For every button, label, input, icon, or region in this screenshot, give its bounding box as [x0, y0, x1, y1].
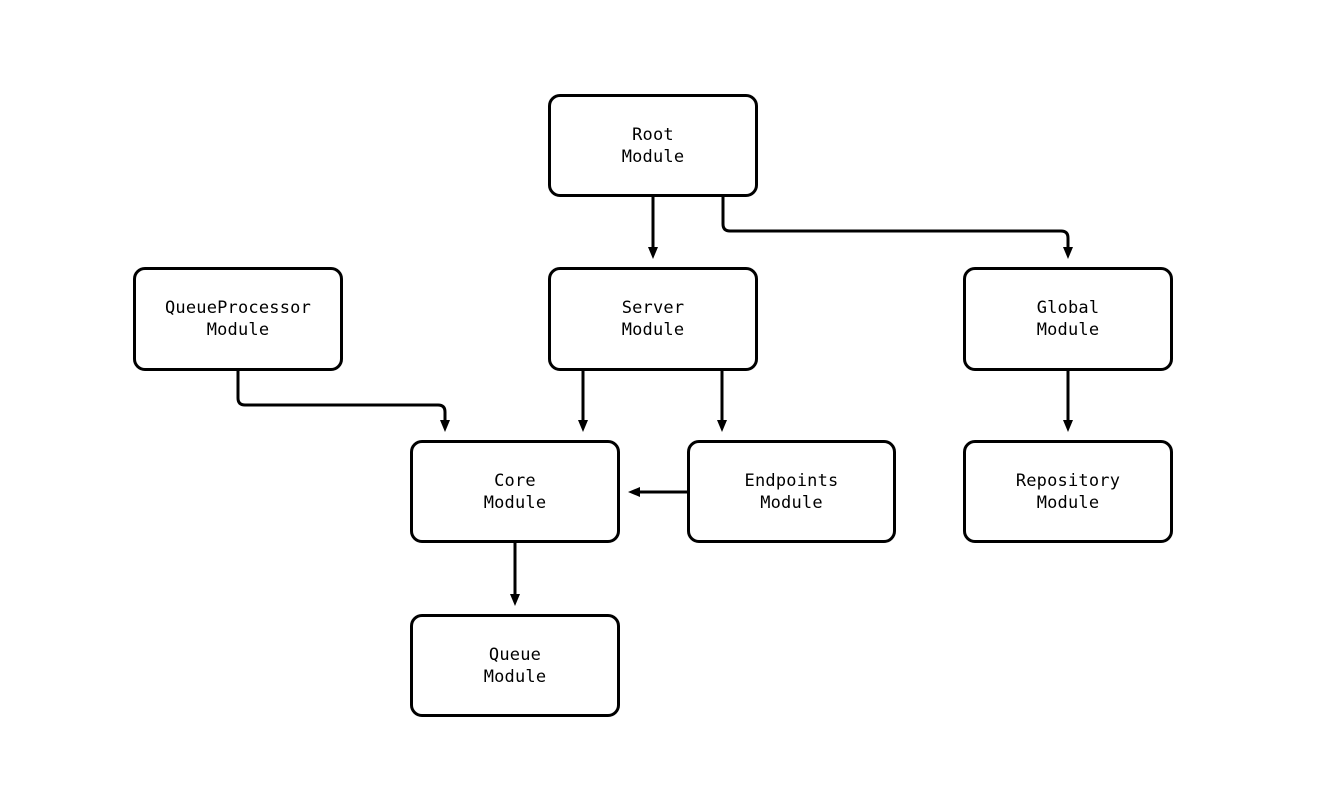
- node-label-line2: Module: [621, 146, 685, 167]
- node-label-line1: QueueProcessor: [164, 298, 312, 318]
- node-label-line1: Global: [1036, 298, 1100, 318]
- node-label-line2: Module: [760, 492, 823, 513]
- node-label-line1: Queue: [488, 644, 542, 665]
- node-label-line2: Module: [621, 320, 685, 340]
- edge-queueprocessor-to-core: [236, 371, 450, 432]
- node-label-line1: Repository: [1015, 470, 1121, 491]
- node-label-line2: Module: [1036, 320, 1100, 340]
- node-label-line2: Module: [483, 492, 547, 513]
- node-label-line2: Module: [1036, 492, 1100, 513]
- edge-root-to-global: [721, 197, 1073, 259]
- node-label-line1: Core: [494, 470, 536, 491]
- node-label-line1: Endpoints: [744, 470, 839, 491]
- node-label-line2: Module: [483, 666, 547, 687]
- edges-group: [236, 197, 1073, 606]
- node-label-line1: Root: [632, 124, 674, 145]
- node-label-line1: Server: [621, 298, 685, 318]
- node-label-line2: Module: [206, 320, 270, 340]
